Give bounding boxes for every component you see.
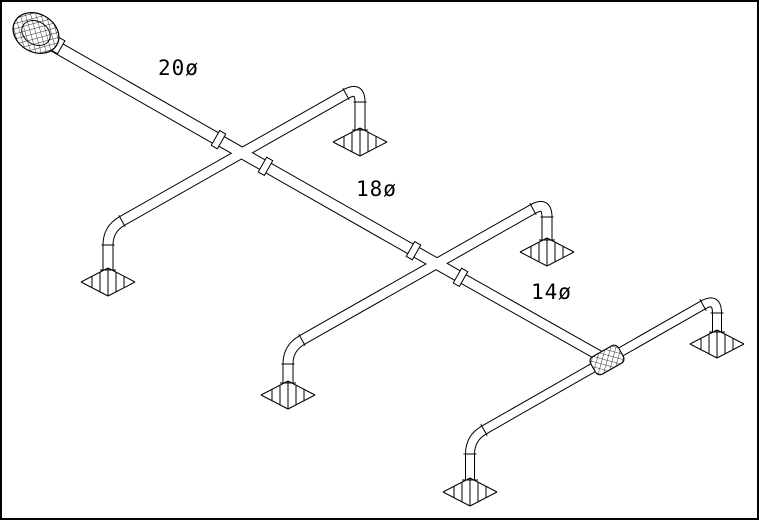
pipe-coupling [257, 156, 274, 177]
cross-branch-run-2-bore [283, 201, 552, 383]
cross-branch-run-1-bore [103, 86, 365, 270]
cap-inner-ring [21, 20, 51, 46]
knurled-cap-fitting [12, 12, 66, 55]
floor-flange-support [519, 237, 575, 267]
elbow-joint-tick [699, 299, 707, 311]
elbow-joint-tick [298, 334, 306, 346]
elbow-joint-tick [480, 424, 488, 436]
union-knurl [589, 344, 625, 376]
diameter-label-18: 18ø [356, 177, 397, 201]
floor-flange-support [689, 329, 745, 359]
cross-branch-run-3-bore [466, 298, 721, 480]
pipe-header-seg-20-bore [41, 35, 222, 145]
pipe-header-seg-14-bore [458, 273, 610, 364]
union-fitting [589, 344, 625, 376]
diameter-label-14: 14ø [531, 280, 572, 304]
pipe-coupling [210, 129, 227, 150]
cross-branch-run-2 [282, 200, 553, 383]
floor-flange-support [80, 267, 136, 297]
floor-flange-support [260, 380, 316, 410]
floor-flange-support [442, 477, 498, 507]
pipe-header-seg-18-bore [216, 135, 463, 282]
elbow-joint-tick [118, 215, 126, 227]
floor-flange-support [332, 127, 388, 157]
pipe-coupling [452, 267, 469, 288]
cross-branch-run-1 [102, 85, 366, 270]
diameter-label-20: 20ø [158, 56, 199, 80]
elbow-joint-tick [342, 88, 350, 100]
pipe-coupling [405, 240, 422, 261]
elbow-joint-tick [529, 203, 537, 215]
cross-branch-run-3 [465, 297, 722, 480]
